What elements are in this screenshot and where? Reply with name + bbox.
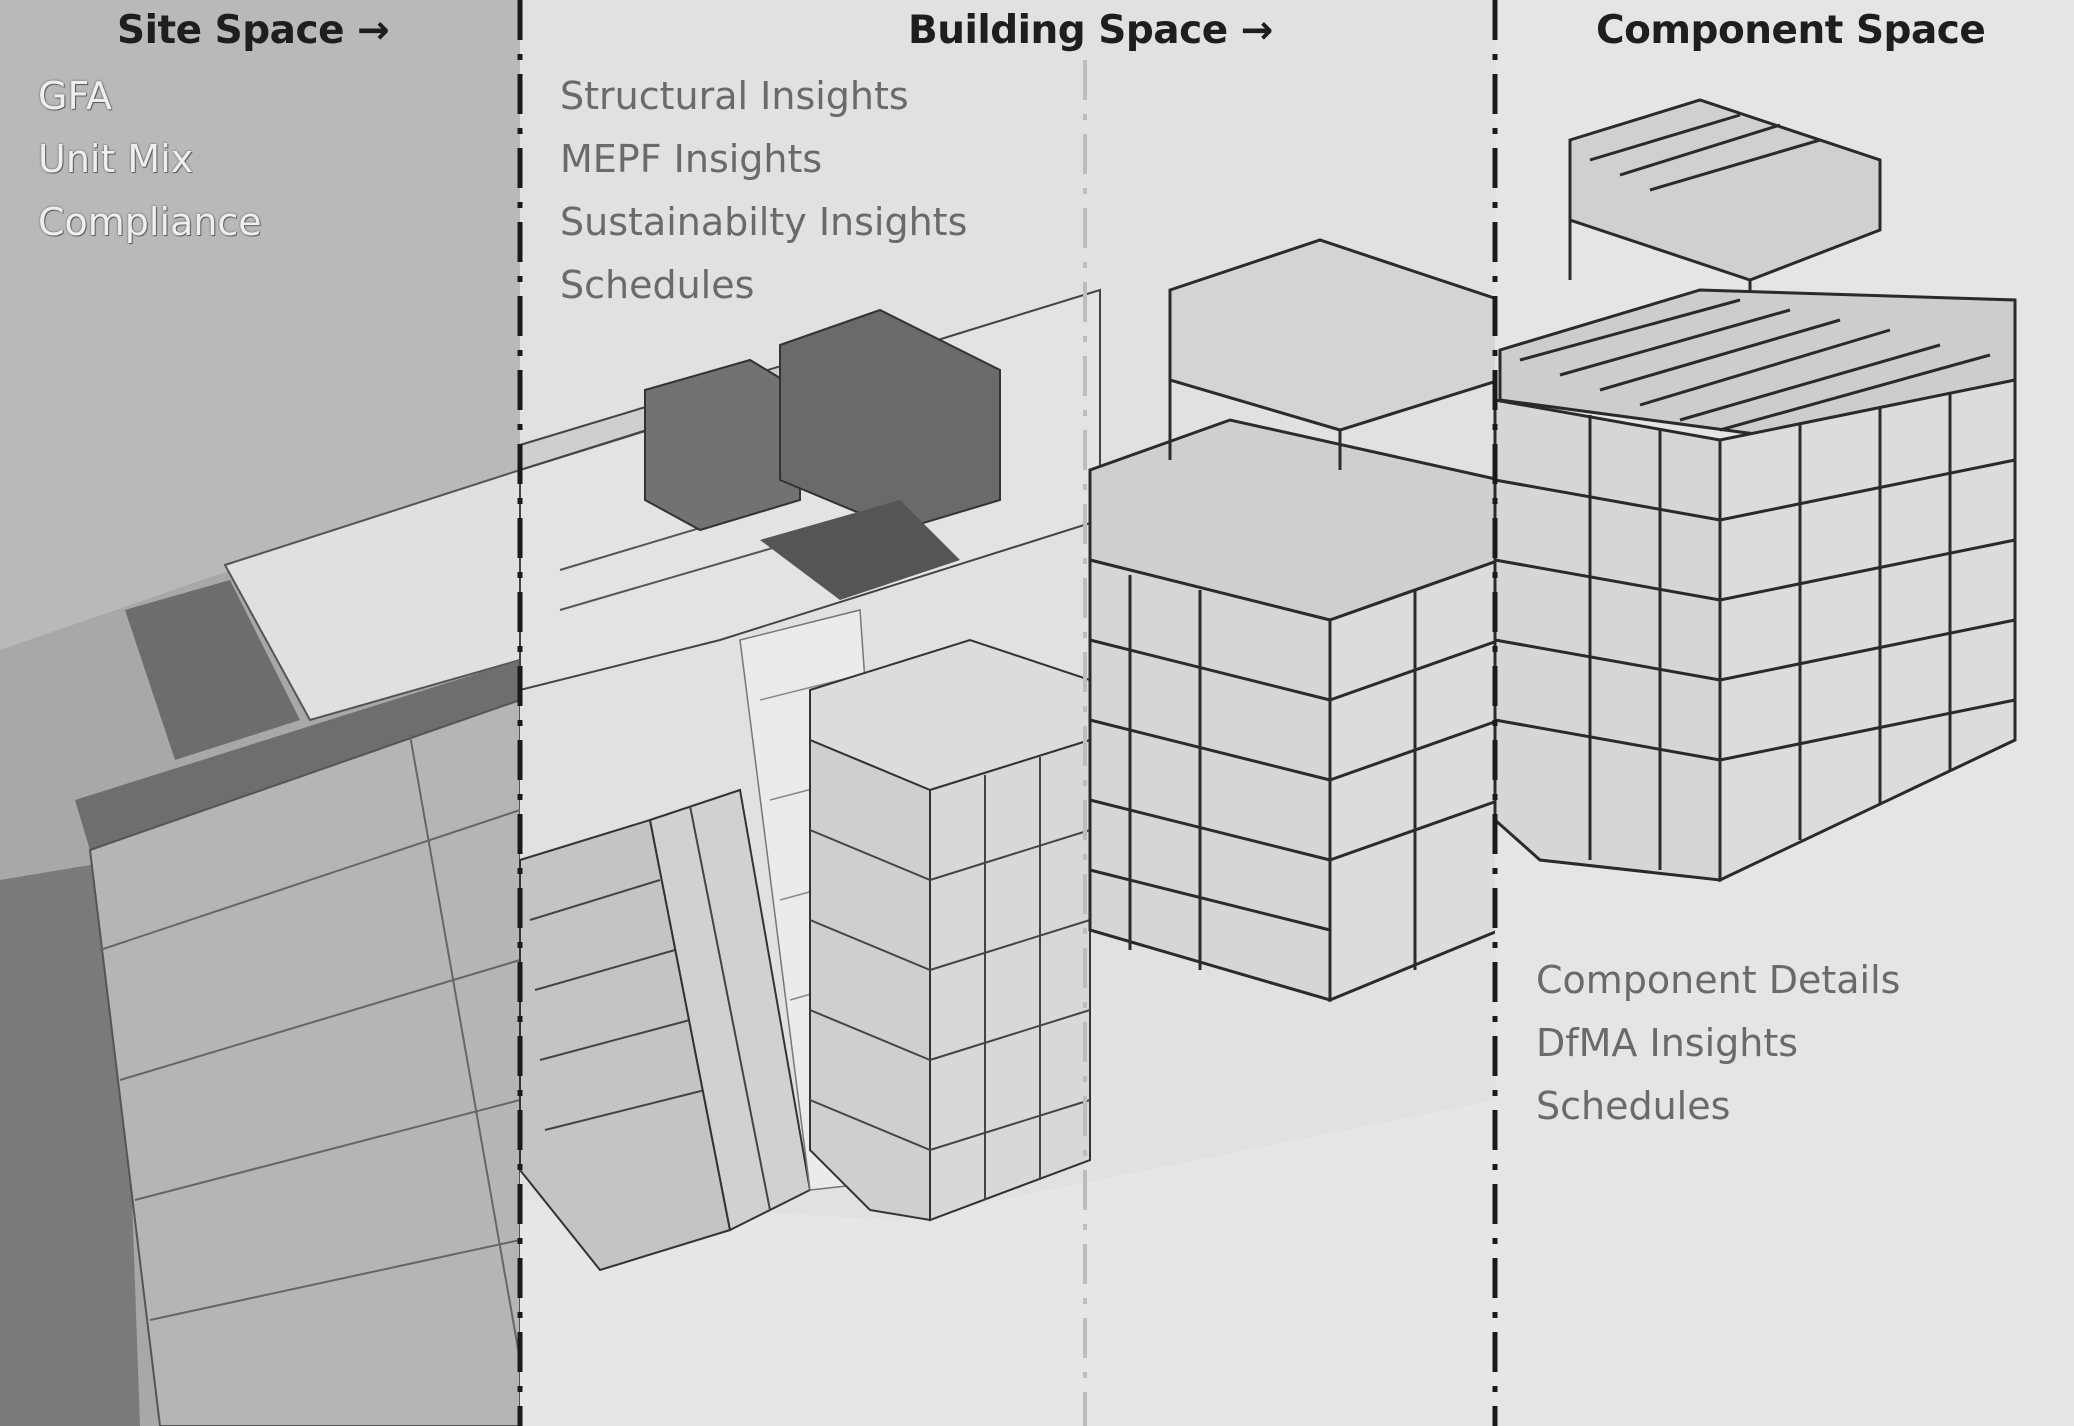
site-dark-block bbox=[125, 580, 300, 760]
building-space-title: Building Space → bbox=[908, 8, 1273, 53]
building-space-panel bbox=[519, 0, 1502, 1426]
building-metric-mepf: MEPF Insights bbox=[560, 137, 823, 181]
site-space-panel bbox=[0, 0, 521, 1426]
site-space-title: Site Space → bbox=[117, 8, 390, 53]
site-lower-shadow bbox=[0, 860, 140, 1426]
mech-shadow bbox=[760, 500, 960, 600]
component-space-title: Component Space bbox=[1596, 8, 1986, 53]
component-frame bbox=[1493, 98, 2017, 883]
glazed-tower-side bbox=[929, 738, 1091, 1222]
glazed-tower-front bbox=[809, 738, 931, 1222]
component-metric-dfma: DfMA Insights bbox=[1536, 1021, 1799, 1065]
site-main-mass bbox=[88, 698, 521, 1426]
building-metric-schedules: Schedules bbox=[560, 263, 755, 307]
mech-block-2 bbox=[779, 308, 1001, 532]
building-ground-plane bbox=[520, 1100, 1495, 1426]
site-metric-gfa: GFA bbox=[38, 74, 112, 118]
component-space-panel bbox=[1493, 0, 2074, 1426]
site-metric-unit-mix: Unit Mix bbox=[38, 137, 194, 181]
site-metric-compliance: Compliance bbox=[38, 200, 262, 244]
building-metric-sustainability: Sustainabilty Insights bbox=[560, 200, 968, 244]
site-upper-ground bbox=[0, 0, 520, 650]
site-roof-edge bbox=[75, 660, 520, 850]
component-metric-schedules: Schedules bbox=[1536, 1084, 1731, 1128]
component-metric-details: Component Details bbox=[1536, 958, 1901, 1002]
mech-block-1 bbox=[644, 358, 801, 532]
building-metric-structural: Structural Insights bbox=[560, 74, 909, 118]
structural-frame-middle bbox=[1088, 238, 1502, 1003]
